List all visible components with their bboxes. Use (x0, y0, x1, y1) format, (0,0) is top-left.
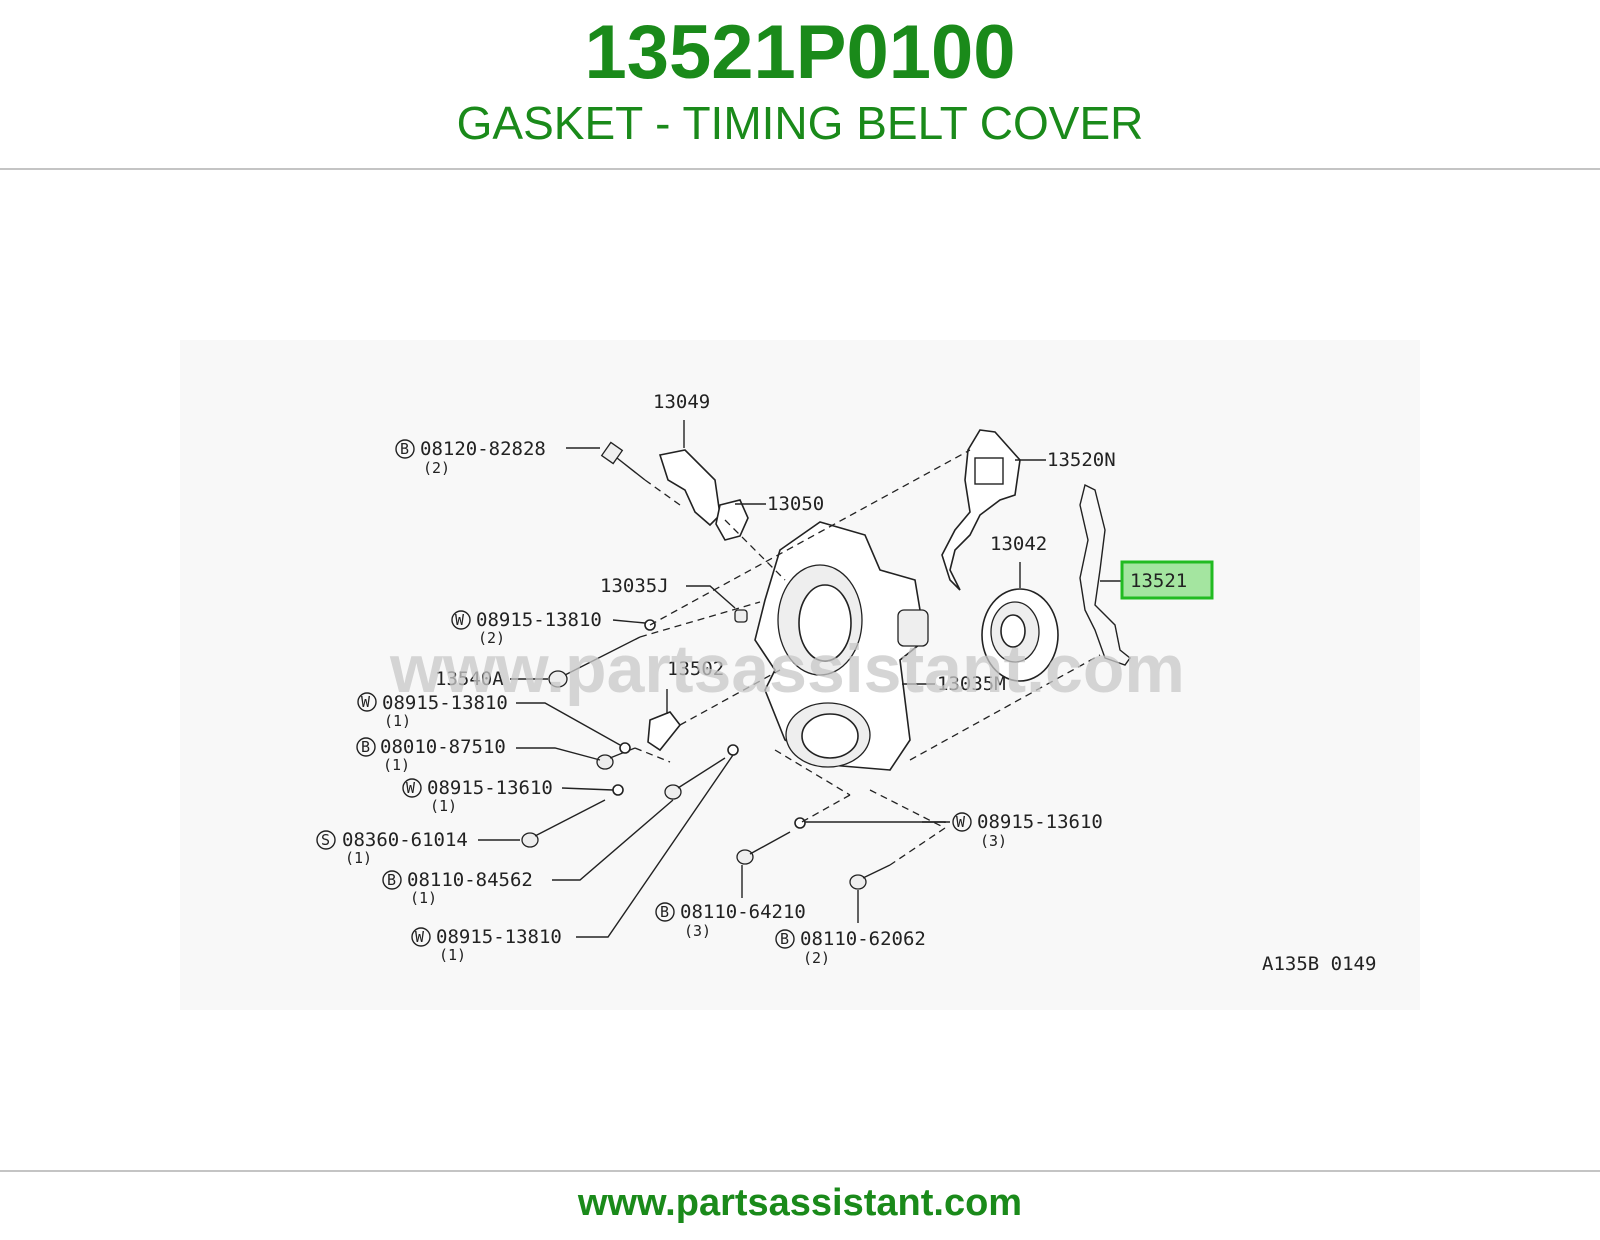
idler-pulley-part (981, 588, 1059, 682)
prefix-w-a: W (455, 611, 465, 629)
label-13521: 13521 (1130, 570, 1187, 592)
watermark-text: www.partsassistant.com (389, 631, 1185, 707)
header-divider (0, 168, 1600, 170)
front-cover-gasket-part (941, 429, 1021, 591)
label-13502: 13502 (667, 658, 724, 680)
drawing-code: A135B 0149 (1262, 953, 1376, 975)
qty-08120-82828: (2) (423, 459, 450, 477)
prefix-b-4: B (660, 903, 669, 921)
leader-lines (478, 420, 1128, 938)
parts-diagram: 13049 B 08120-82828 (2) 13050 13520N 130… (180, 340, 1420, 1010)
bolt-08110-64210-part (736, 831, 791, 865)
label-08110-64210: 08110-64210 (680, 901, 806, 923)
prefix-b-2: B (361, 738, 370, 756)
qty-08110-84562: (1) (410, 889, 437, 907)
label-08120-82828: 08120-82828 (420, 438, 546, 460)
label-13050: 13050 (767, 493, 824, 515)
qty-08915-13810-c: (1) (439, 946, 466, 964)
crank-seal-inner (801, 713, 859, 759)
w-prefix-circle-d (411, 927, 431, 947)
label-08010-87510: 08010-87510 (380, 736, 506, 758)
exploded-view-drawing: 13049 B 08120-82828 (2) 13050 13520N 130… (316, 391, 1376, 975)
timing-belt-cover-gasket-part (1079, 483, 1131, 666)
qty-08915-13810-b: (1) (384, 712, 411, 730)
prefix-b: B (400, 440, 409, 458)
label-08915-13610-a: 08915-13610 (427, 777, 553, 799)
w-prefix-circle-a (451, 610, 471, 630)
footer-site-url[interactable]: www.partsassistant.com (577, 1182, 1023, 1224)
washer-b (619, 742, 631, 754)
prefix-b-3: B (387, 871, 396, 889)
water-outlet-part (658, 449, 721, 527)
bolt-08120-part (600, 441, 646, 481)
cover-bore-inner (798, 584, 852, 662)
qty-08110-64210: (3) (684, 922, 711, 940)
stud-08360-part (521, 799, 606, 848)
b-prefix-circle-3 (382, 870, 402, 890)
s-prefix-circle (316, 830, 336, 850)
qty-08915-13610-b: (3) (980, 832, 1007, 850)
label-08110-84562: 08110-84562 (407, 869, 533, 891)
b-prefix-circle (395, 439, 415, 459)
label-08915-13810-c: 08915-13810 (436, 926, 562, 948)
washer-e (794, 817, 806, 829)
b-prefix-circle-4 (655, 902, 675, 922)
label-08110-62062: 08110-62062 (800, 928, 926, 950)
qty-08360-61014: (1) (345, 849, 372, 867)
dowel-pin-part (734, 609, 748, 623)
label-13035j: 13035J (600, 575, 669, 597)
w-prefix-circle-e (952, 812, 972, 832)
qty-08010-87510: (1) (383, 756, 410, 774)
w-prefix-circle-c (402, 778, 422, 798)
label-08915-13810-b: 08915-13810 (382, 692, 508, 714)
cover-boss (897, 609, 929, 647)
footer-divider (0, 1170, 1600, 1172)
outlet-gasket-part (715, 499, 749, 541)
prefix-b-5: B (780, 930, 789, 948)
prefix-s: S (321, 831, 330, 849)
long-bolt-13540a-part (548, 636, 641, 688)
label-08360-61014: 08360-61014 (342, 829, 468, 851)
label-08915-13610-b: 08915-13610 (977, 811, 1103, 833)
label-13540a: 13540A (435, 668, 504, 690)
part-name-subtitle: GASKET - TIMING BELT COVER (456, 97, 1144, 149)
label-08915-13810-a: 08915-13810 (476, 609, 602, 631)
bolt-08110-84562-part (664, 757, 726, 800)
bolt-08110-62062-part (849, 864, 891, 890)
prefix-w-d: W (415, 928, 425, 946)
label-13035m: 13035M (937, 673, 1006, 695)
washer-c (612, 784, 624, 796)
assembly-dashed-lines (634, 449, 1101, 866)
tensioner-bracket-part (647, 711, 682, 752)
gasket-window (974, 457, 1004, 485)
part-number-title: 13521P0100 (584, 10, 1016, 95)
prefix-w-b: W (361, 693, 371, 711)
b-prefix-circle-5 (775, 929, 795, 949)
highlight-box-13521 (1120, 560, 1214, 600)
qty-08915-13610-a: (1) (430, 797, 457, 815)
washer-d (727, 744, 739, 756)
b-prefix-circle-2 (356, 737, 376, 757)
label-13049: 13049 (653, 391, 710, 413)
qty-08915-13810-a: (2) (478, 629, 505, 647)
qty-08110-62062: (2) (803, 949, 830, 967)
prefix-w-e: W (956, 813, 966, 831)
page-header: 13521P0100 GASKET - TIMING BELT COVER (0, 0, 1600, 168)
prefix-w-c: W (406, 779, 416, 797)
label-13520n: 13520N (1047, 449, 1116, 471)
w-prefix-circle-b (357, 692, 377, 712)
label-13042: 13042 (990, 533, 1047, 555)
